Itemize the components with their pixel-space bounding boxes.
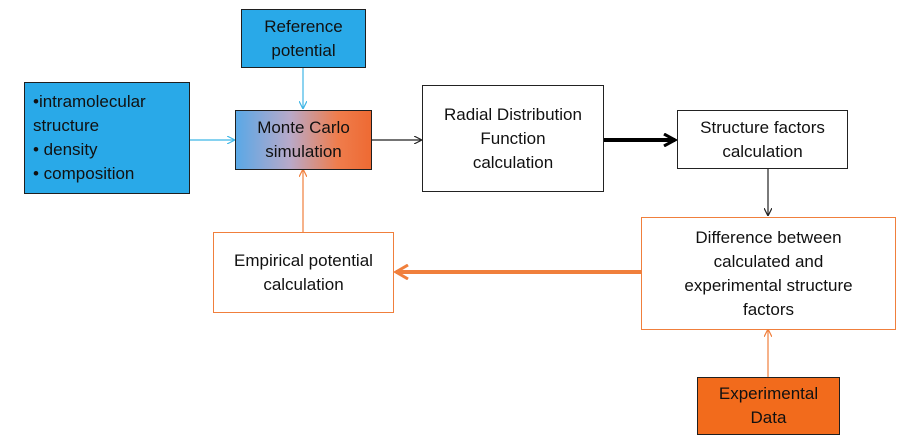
empirical-potential-label: Empirical potential calculation [234,250,373,294]
structure-factors-label: Structure factors calculation [700,117,825,161]
reference-potential-label: Reference potential [264,16,343,60]
difference-label: Difference between calculated and experi… [684,227,853,319]
experimental-data-label: Experimental Data [718,384,819,427]
rdf-label: Radial Distribution Function calculation [444,104,582,172]
inputs-box: •intramolecular structure • density • co… [24,82,190,194]
rdf-box: Radial Distribution Function calculation [422,85,604,192]
monte-carlo-box: Monte Carlo simulation [235,110,372,170]
structure-factors-box: Structure factors calculation [677,110,848,169]
inputs-label: •intramolecular structure • density • co… [33,92,146,183]
reference-potential-box: Reference potential [241,9,366,68]
experimental-data-box: Experimental Data [697,377,840,435]
difference-box: Difference between calculated and experi… [641,217,896,330]
monte-carlo-label: Monte Carlo simulation [257,118,350,161]
empirical-potential-box: Empirical potential calculation [213,232,394,313]
